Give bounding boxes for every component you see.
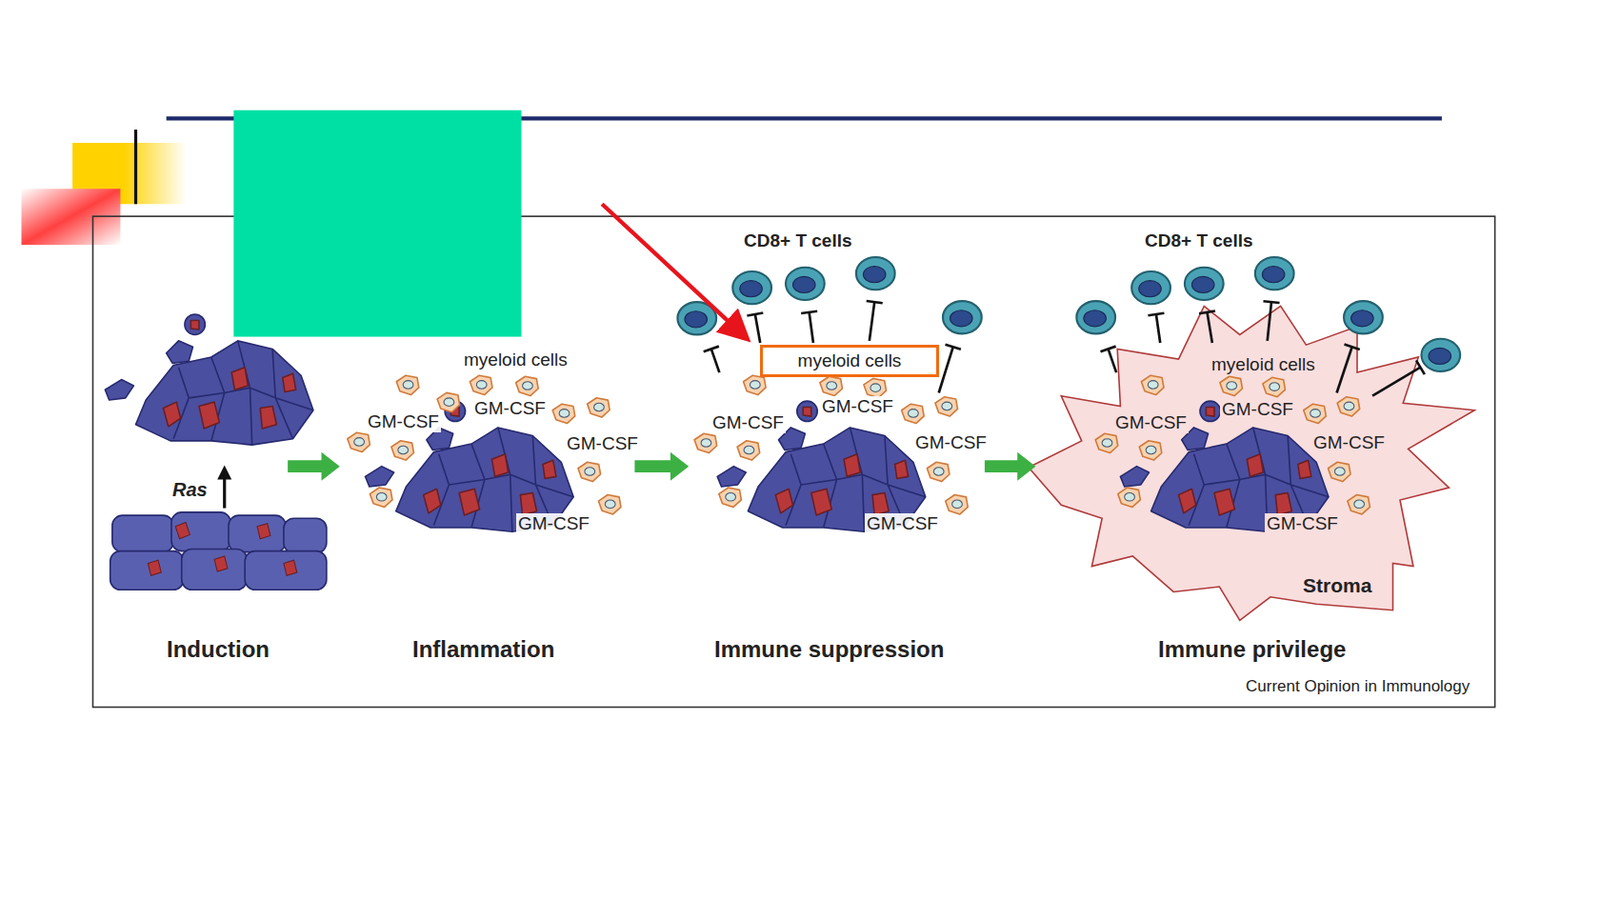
cytokine-label: GM-CSF bbox=[564, 433, 640, 455]
cytokine-label: GM-CSF bbox=[365, 411, 441, 433]
stage-label: Immune suppression bbox=[712, 636, 946, 663]
highlight-box: myeloid cells bbox=[760, 344, 940, 378]
source-caption: Current Opinion in Immunology bbox=[1243, 677, 1472, 697]
region-label: Stroma bbox=[1300, 574, 1374, 598]
cytokine-label: GM-CSF bbox=[913, 432, 989, 454]
stage-label: Inflammation bbox=[410, 636, 557, 663]
cell-label: CD8+ T cells bbox=[1142, 230, 1256, 252]
cytokine-label: GM-CSF bbox=[1220, 399, 1296, 420]
cytokine-label: GM-CSF bbox=[1113, 412, 1189, 434]
cell-label: myeloid cells bbox=[796, 350, 904, 372]
stage-label: Induction bbox=[164, 636, 272, 663]
cytokine-label: GM-CSF bbox=[516, 513, 592, 535]
cell-label: CD8+ T cells bbox=[741, 230, 855, 252]
stage-label: Immune privilege bbox=[1156, 636, 1348, 663]
gene-label: Ras bbox=[170, 479, 210, 501]
cytokine-label: GM-CSF bbox=[710, 412, 786, 434]
cytokine-label: GM-CSF bbox=[472, 398, 548, 420]
cell-label: myeloid cells bbox=[461, 349, 570, 371]
cell-label: myeloid cells bbox=[1209, 354, 1318, 376]
cytokine-label: GM-CSF bbox=[1311, 432, 1387, 454]
cytokine-label: GM-CSF bbox=[864, 513, 940, 535]
cytokine-label: GM-CSF bbox=[1264, 513, 1340, 535]
cytokine-label: GM-CSF bbox=[820, 396, 896, 418]
